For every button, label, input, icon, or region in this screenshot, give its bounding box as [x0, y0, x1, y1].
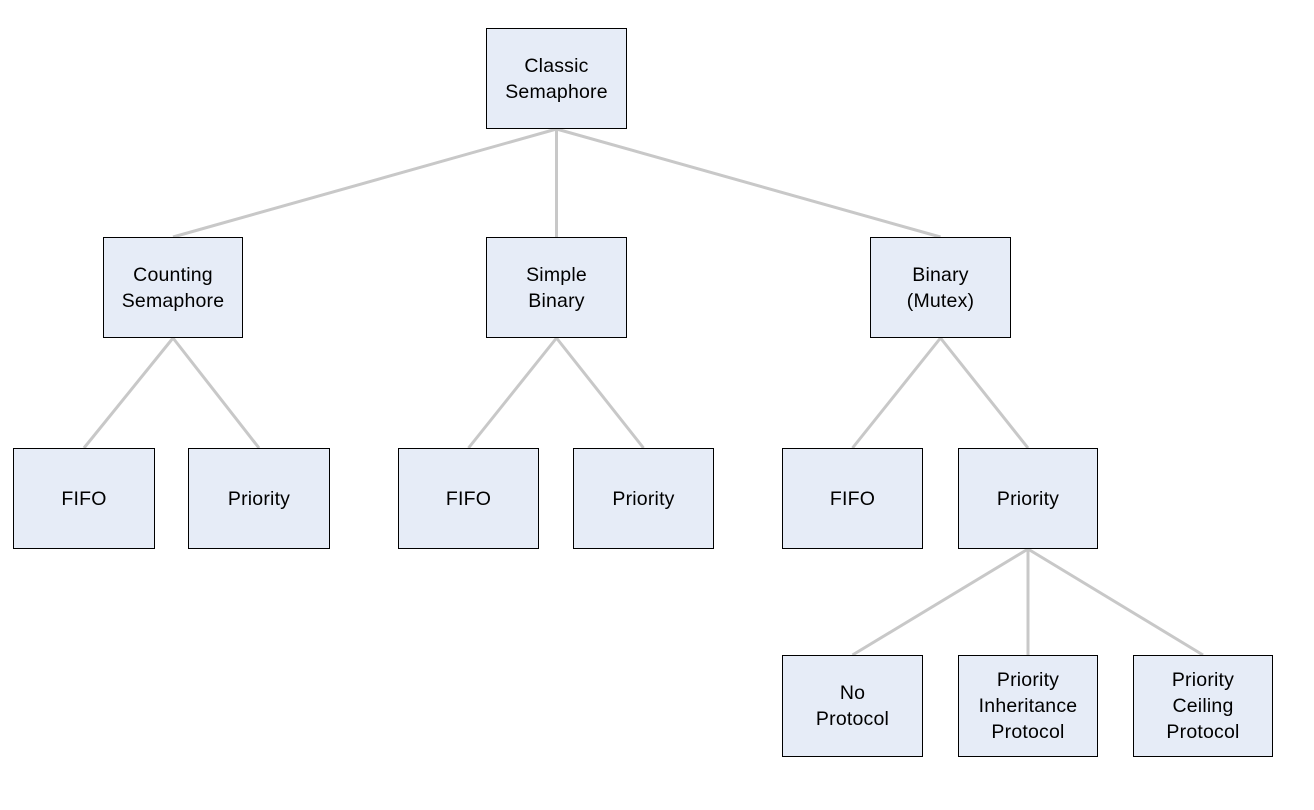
- node-simple-fifo[interactable]: FIFO: [398, 448, 539, 549]
- node-simple-priority[interactable]: Priority: [573, 448, 714, 549]
- node-no-protocol[interactable]: No Protocol: [782, 655, 923, 757]
- node-counting-semaphore[interactable]: Counting Semaphore: [103, 237, 243, 338]
- node-counting-priority[interactable]: Priority: [188, 448, 330, 549]
- node-classic-semaphore[interactable]: Classic Semaphore: [486, 28, 627, 129]
- node-priority-ceiling-protocol[interactable]: Priority Ceiling Protocol: [1133, 655, 1273, 757]
- node-simple-binary[interactable]: Simple Binary: [486, 237, 627, 338]
- node-binary-mutex[interactable]: Binary (Mutex): [870, 237, 1011, 338]
- node-mutex-fifo[interactable]: FIFO: [782, 448, 923, 549]
- node-priority-inheritance-protocol[interactable]: Priority Inheritance Protocol: [958, 655, 1098, 757]
- node-counting-fifo[interactable]: FIFO: [13, 448, 155, 549]
- node-mutex-priority[interactable]: Priority: [958, 448, 1098, 549]
